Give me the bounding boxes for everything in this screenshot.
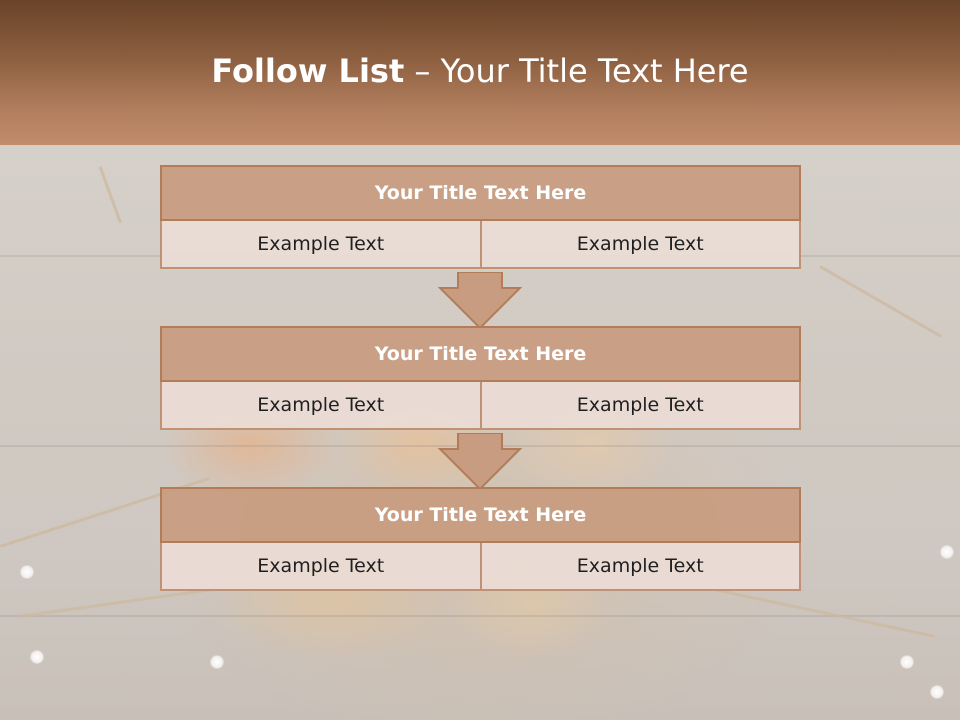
step-row: Example Text Example Text [160, 221, 801, 269]
blossom [30, 650, 44, 664]
blossom [20, 565, 34, 579]
step-title: Your Title Text Here [160, 326, 801, 382]
down-arrow-icon [438, 272, 522, 330]
blossom [210, 655, 224, 669]
step-cell-left: Example Text [160, 221, 482, 269]
wood-plank-line [0, 615, 960, 617]
step-block-2: Your Title Text Here Example Text Exampl… [160, 326, 801, 430]
slide-title-rest: – Your Title Text Here [404, 52, 749, 90]
down-arrow-icon [438, 433, 522, 491]
blossom [900, 655, 914, 669]
step-row: Example Text Example Text [160, 543, 801, 591]
straw-twig [98, 165, 122, 224]
step-cell-left: Example Text [160, 382, 482, 430]
step-row: Example Text Example Text [160, 382, 801, 430]
step-cell-right: Example Text [481, 382, 801, 430]
slide-title: Follow List – Your Title Text Here [0, 52, 960, 90]
step-block-3: Your Title Text Here Example Text Exampl… [160, 487, 801, 591]
step-cell-right: Example Text [481, 543, 801, 591]
blossom [930, 685, 944, 699]
straw-twig [699, 585, 936, 638]
step-title: Your Title Text Here [160, 487, 801, 543]
step-cell-left: Example Text [160, 543, 482, 591]
step-title: Your Title Text Here [160, 165, 801, 221]
blossom [940, 545, 954, 559]
slide-title-bold: Follow List [211, 52, 405, 90]
step-cell-right: Example Text [481, 221, 801, 269]
header-band: Follow List – Your Title Text Here [0, 0, 960, 145]
straw-twig [819, 265, 942, 338]
step-block-1: Your Title Text Here Example Text Exampl… [160, 165, 801, 269]
